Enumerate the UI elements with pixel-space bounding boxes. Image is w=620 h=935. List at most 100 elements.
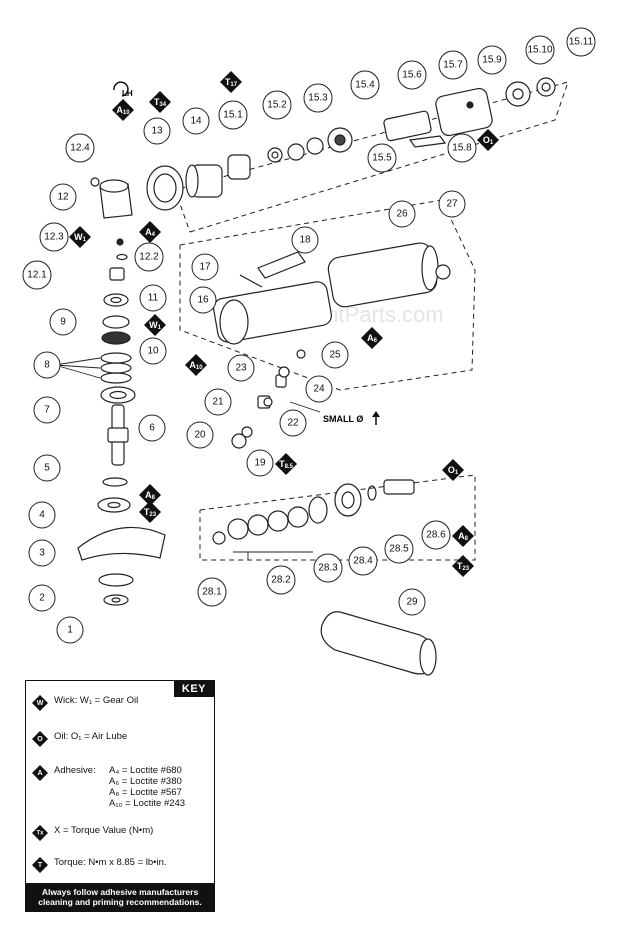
callout-label: 15.5 [372,153,392,164]
diffuser-28-4 [334,483,362,517]
badge-label: W1 [74,232,87,243]
callout-label: 22 [287,418,299,429]
callout-28-3: 28.3 [313,553,343,583]
spec-badge-a6: A6 [361,327,383,349]
callout-label: 15.8 [452,143,472,154]
spec-badge-t34: T34 [149,91,171,113]
badge-label: A10 [189,360,203,371]
oil-icon: O [32,731,48,747]
adhesive-a8: A₈ = Loctite #567 [109,787,182,798]
callout-29: 29 [398,588,426,616]
blade-15-8 [408,135,447,148]
callout-15-9: 15.9 [477,45,507,75]
bearing-4 [97,497,131,513]
callout-label: 28.5 [389,544,409,555]
badge-label: A8 [145,490,156,501]
callout-label: 14 [190,116,202,127]
pin-12-4 [90,177,100,187]
callout-label: 15.7 [443,60,463,71]
callout-label: 15.2 [267,100,287,111]
handle-29 [320,611,437,676]
tube-16 [213,281,332,345]
plug-12-3 [116,238,124,246]
callout-17: 17 [191,253,219,281]
key-row-torque-value: Tx X = Torque Value (N•m) [32,825,153,841]
callout-label: 12.2 [139,252,159,263]
badge-label: T34 [154,97,167,108]
guard-3 [77,526,166,561]
cylinder-15-9 [435,87,493,137]
adhesive-icon: A [32,765,48,781]
callout-14: 14 [182,107,210,135]
callout-27: 27 [438,190,466,218]
callout-28-1: 28.1 [197,577,227,607]
callout-1: 1 [56,616,84,644]
spec-badge-t17: T17 [220,71,242,93]
spec-badge-a10: A10 [185,354,207,376]
callout-15-4: 15.4 [350,70,380,100]
adhesive-list: A₄ = Loctite #680 A₆ = Loctite #380 A₈ =… [109,765,185,809]
up-arrow-icon [372,411,380,425]
callout-label: 17 [199,262,211,273]
callout-12-2: 12.2 [134,242,164,272]
callout-7: 7 [33,396,61,424]
key-row-adhesive: A Adhesive: [32,765,96,781]
callout-label: 9 [60,317,66,328]
callout-26: 26 [388,200,416,228]
callout-3: 3 [28,539,56,567]
endplate-15-10 [505,81,531,107]
rotation-label: LH [122,89,133,98]
callout-label: 28.4 [353,556,373,567]
svg-text:A: A [37,770,42,777]
spec-badge-a10: A10 [112,99,134,121]
key-legend: KEY W Wick: W₁ = Gear Oil O Oil: O₁ = Ai… [25,680,215,912]
spec-badge-w1: W1 [69,226,91,248]
key-row-torque: T Torque: N•m x 8.85 = lb•in. [32,857,167,873]
key-adhesive-label: Adhesive: [54,765,96,776]
spec-badge-t23: T23 [139,501,161,523]
callout-label: 6 [149,423,155,434]
bearing-15-1 [227,154,251,180]
adhesive-a6: A₆ = Loctite #380 [109,776,182,787]
callout-label: 19 [254,458,266,469]
callout-12: 12 [49,183,77,211]
callout-label: 28.1 [202,587,222,598]
badge-label: W1 [149,320,162,331]
pin-17 [239,274,263,288]
valve-19 [231,433,247,449]
spec-badge-a4: A4 [139,221,161,243]
adhesive-a4: A₄ = Loctite #680 [109,765,182,776]
ring-27 [435,264,451,280]
spindle-6 [107,404,129,466]
callout-label: 15.9 [482,55,502,66]
callout-15-7: 15.7 [438,50,468,80]
callout-10: 10 [139,337,167,365]
sleeve-14 [185,164,223,198]
callout-label: 10 [147,346,159,357]
callout-21: 21 [204,388,232,416]
callout-12-3: 12.3 [39,222,69,252]
rotor-15-7 [383,110,432,142]
callout-label: 2 [39,593,45,604]
callout-9: 9 [49,308,77,336]
badge-label: T23 [457,561,470,572]
callout-23: 23 [227,354,255,382]
screw-25 [296,349,306,359]
key-torque-text: Torque: N•m x 8.85 = lb•in. [54,857,167,868]
callout-label: 15.1 [223,110,243,121]
callout-label: 26 [396,209,408,220]
callout-15-5: 15.5 [367,143,397,173]
callout-label: 13 [151,126,163,137]
bearing-7 [100,386,136,404]
callout-label: 12.3 [44,232,64,243]
callout-8: 8 [33,351,61,379]
washer-5 [102,477,128,487]
rotation-arrow-icon: LH [113,81,133,98]
callout-28-4: 28.4 [348,546,378,576]
gear-head-12 [99,179,133,219]
badge-label: T23 [144,507,157,518]
callout-15-1: 15.1 [218,100,248,130]
torque-icon: T [32,857,48,873]
